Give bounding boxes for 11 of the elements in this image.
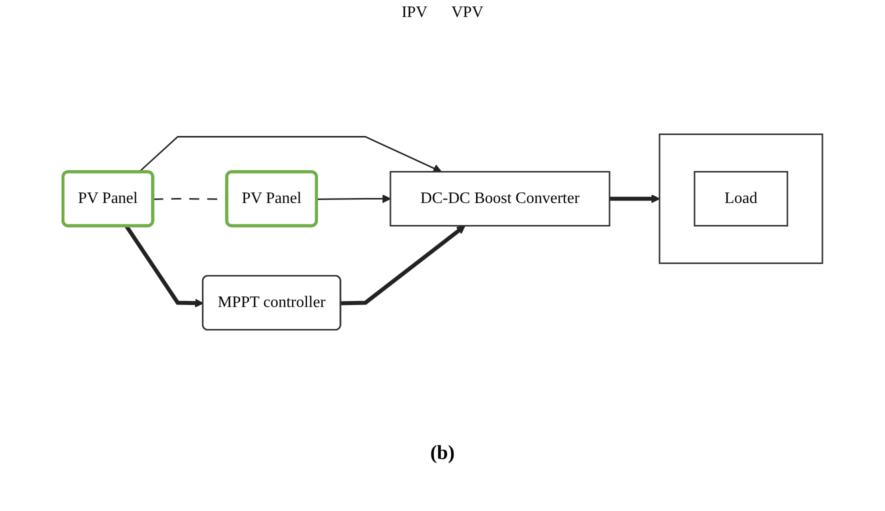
node-box: Load (694, 171, 788, 226)
arrow (609, 194, 660, 204)
arrow (316, 194, 391, 204)
arrow (124, 225, 204, 308)
cluster (658, 134, 823, 264)
arrow (138, 136, 442, 173)
arrow (340, 225, 466, 306)
signal-label: IPV (402, 4, 428, 22)
node-box: DC-DC Boost Converter (389, 171, 610, 226)
caption: (b) (430, 442, 455, 465)
signal-label: VPV (451, 4, 484, 22)
